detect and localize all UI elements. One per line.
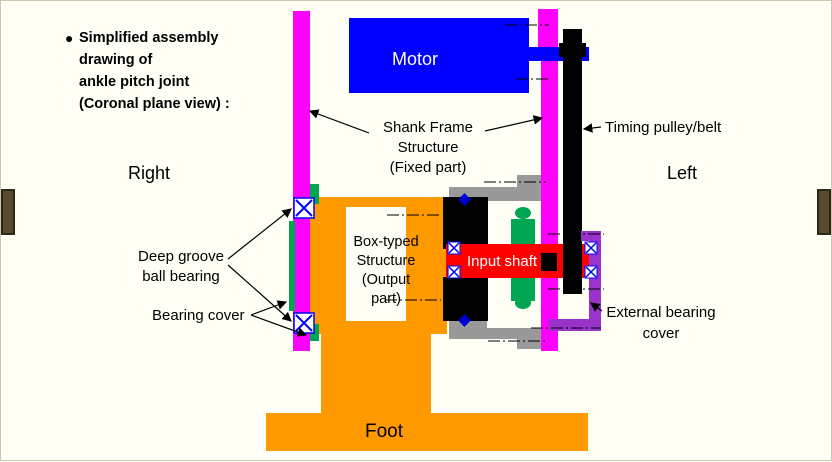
title-line-2: drawing of	[79, 52, 153, 68]
external-cover-line-2: cover	[642, 325, 680, 342]
shaft-bearing-c	[584, 241, 598, 255]
left-edge-tab[interactable]	[1, 189, 15, 235]
ball-bearing-right-lower	[293, 312, 315, 334]
label-foot: Foot	[365, 421, 404, 442]
input-shaft-black-band	[541, 253, 557, 271]
shaft-bearing-b	[447, 265, 461, 279]
timing-belt	[563, 29, 582, 294]
title-line-3: ankle pitch joint	[79, 74, 190, 90]
label-shank-frame: Shank Frame Structure (Fixed part)	[373, 118, 483, 178]
motor	[349, 18, 529, 93]
label-box-typed: Box-typed Structure (Output part)	[347, 233, 425, 309]
title-line-1: Simplified assembly	[79, 30, 219, 46]
timing-pulley-top	[559, 43, 586, 57]
shank-frame-line-1: Shank Frame	[382, 119, 474, 136]
center-lines	[385, 24, 604, 342]
shank-frame-left	[541, 61, 558, 351]
shaft-bearing-a	[447, 241, 461, 255]
green-gear-bottom	[515, 297, 531, 309]
shank-frame-line-2: Structure	[397, 139, 459, 156]
label-right: Right	[128, 163, 171, 183]
seal-diamond-upper	[458, 193, 471, 206]
green-gear-top	[515, 207, 531, 219]
right-edge-tab[interactable]	[817, 189, 831, 235]
leader-lines	[227, 109, 603, 337]
label-deep-groove: Deep groove ball bearing	[129, 247, 233, 287]
label-left: Left	[667, 163, 698, 183]
label-timing-pulley: Timing pulley/belt	[605, 119, 722, 136]
shaft-bearing-d	[584, 265, 598, 279]
shank-frame-top-block	[538, 9, 558, 47]
seal-diamond-lower	[458, 314, 471, 327]
deep-groove-line-2: ball bearing	[142, 268, 220, 285]
external-bearing-cover	[549, 231, 601, 331]
gray-housing	[449, 175, 541, 349]
bearing-cover-upper	[310, 184, 319, 204]
label-external-bearing-cover: External bearing cover	[601, 302, 721, 344]
box-typed-line-4: part)	[371, 291, 401, 307]
box-typed-line-1: Box-typed	[353, 234, 419, 250]
ball-bearing-right-upper	[293, 197, 315, 219]
box-typed-line-3: (Output	[361, 272, 411, 288]
external-cover-line-1: External bearing	[606, 304, 716, 321]
shank-frame-line-3: (Fixed part)	[389, 159, 467, 176]
box-typed-line-2: Structure	[356, 253, 416, 269]
deep-groove-line-1: Deep groove	[138, 248, 224, 265]
title-bullet: ●	[65, 30, 74, 46]
bearing-cover-strip	[289, 221, 295, 311]
inner-housing-upper	[443, 197, 488, 249]
foot-base	[266, 413, 588, 451]
label-input-shaft: Input shaft	[467, 253, 538, 270]
shank-frame-right	[293, 11, 310, 351]
label-bearing-cover: Bearing cover	[152, 307, 245, 324]
inner-housing-lower	[443, 277, 488, 321]
label-motor: Motor	[392, 49, 439, 69]
title-line-4: (Coronal plane view) :	[79, 96, 230, 112]
foot-column	[321, 321, 431, 416]
title-block: ● Simplified assembly drawing of ankle p…	[65, 27, 230, 115]
